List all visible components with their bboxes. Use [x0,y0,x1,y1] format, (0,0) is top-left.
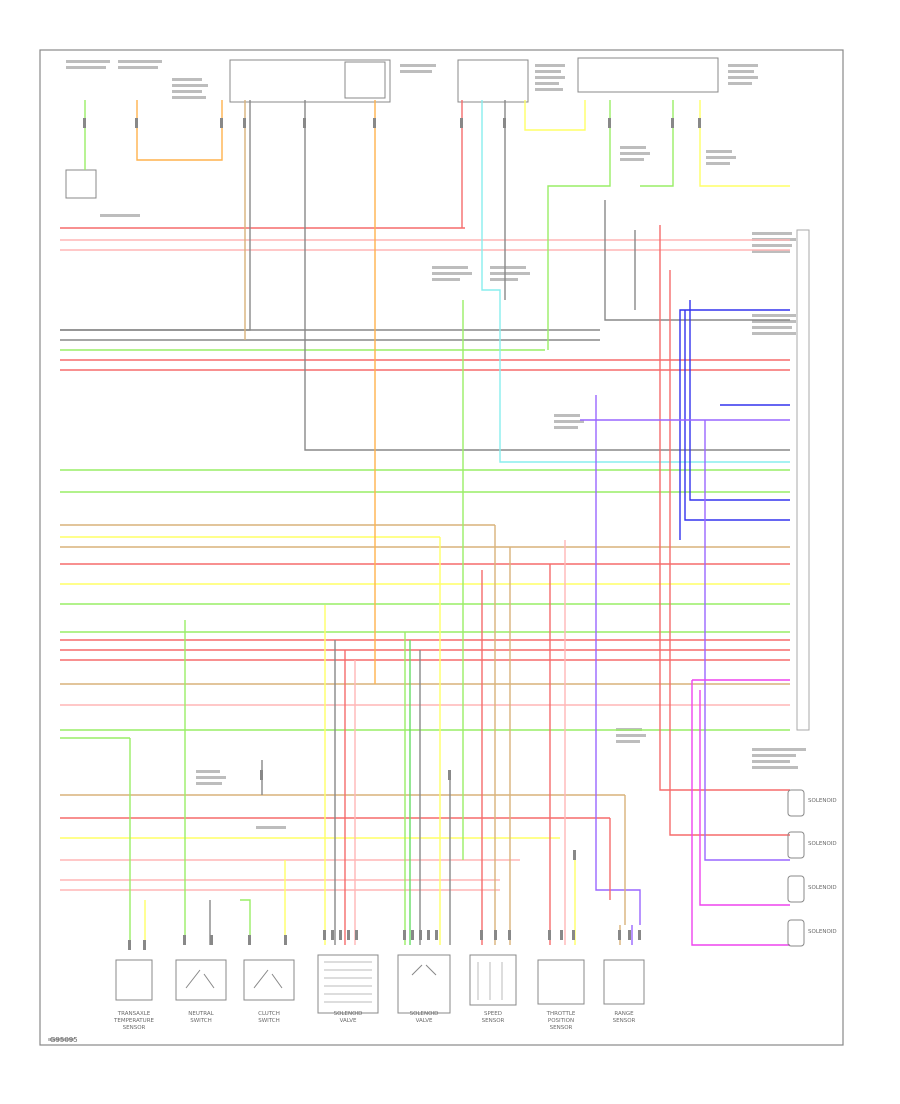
connector-pin [339,930,342,940]
wire-gray-ignition [60,100,251,331]
solenoid-a-coil [324,961,372,1003]
connector-pin [448,770,451,780]
wire-clutch-a [240,899,251,945]
wire-blue-right [689,300,790,501]
connector-pin [548,930,551,940]
diagram-frame [39,49,844,1046]
wire-violet-right [704,420,790,861]
connector-pin [83,118,86,128]
connector-pin [494,930,497,940]
connector-pin [427,930,430,940]
bottom-component-boxes [115,954,645,1014]
ground-switch-left [65,169,97,199]
top-connectors [65,57,719,199]
label-blocks [48,60,806,1041]
connector-pin [220,118,223,128]
wire-blue-right-2 [684,310,790,521]
connector-pin [143,940,146,950]
component-range-sensor [603,959,645,1005]
right-component-label-3: SOLENOID [808,885,837,891]
connector-pin [480,930,483,940]
wire-red-right [659,225,790,791]
wire-green-right [547,100,611,350]
connector-pin [284,935,287,945]
component-tps [537,959,585,1005]
component-clutch-switch [243,959,295,1001]
connector-pin [435,930,438,940]
connector-pin [560,930,563,940]
footer-code: G95095 [50,1036,78,1044]
connector-pin [403,930,406,940]
connector-pin [248,935,251,945]
clutch-switch-symbol [253,969,283,989]
connector-pin [508,930,511,940]
connector-pin [638,930,641,940]
relay-box-small [344,61,386,99]
component-solenoid-b [397,954,451,1014]
component-temp-sensor [115,959,153,1001]
connector-pin [128,940,131,950]
connector-pin [303,118,306,128]
switch-box-center [457,59,529,103]
connector-pin [243,118,246,128]
wire-yellow-top-right [699,100,790,187]
component-solenoid-a [317,954,379,1014]
wire-runs [60,100,790,946]
wire-magenta-2 [699,690,790,906]
wire-green-top-right [640,100,674,187]
right-solenoid-boxes [787,789,805,947]
connector-pin [628,930,631,940]
neutral-switch-symbol [185,969,215,989]
right-component-label-4: SOLENOID [808,929,837,935]
connector-pin [331,930,334,940]
wire-gray-long [304,100,790,451]
wire-blue-right-3 [679,309,790,540]
connector-pin [260,770,263,780]
wire-orange-loop [136,100,223,161]
connector-pin [671,118,674,128]
connector-pin [618,930,621,940]
connector-pin [573,850,576,860]
connector-pin [460,118,463,128]
connector-pin [419,930,422,940]
connector-pin [373,118,376,128]
connector-pins [83,118,701,950]
wire-red-right-2 [669,270,790,836]
connector-pin [135,118,138,128]
component-speed-sensor [469,954,517,1006]
connector-pin [210,935,213,945]
ecm-connector-block [796,229,810,731]
right-component-label-2: SOLENOID [808,841,837,847]
component-neutral-switch [175,959,227,1001]
connector-pin [608,118,611,128]
connector-pin [503,118,506,128]
right-component-label-1: SOLENOID [808,798,837,804]
wire-yellow-top [524,100,586,131]
connector-pin [347,930,350,940]
wire-violet-long [595,395,641,925]
connector-pin [572,930,575,940]
wire-gray-right [604,200,790,321]
wire-magenta [691,680,790,946]
relay-box-main [229,59,391,103]
connector-pin [411,930,414,940]
connector-pin [323,930,326,940]
solenoid-b-symbol [411,964,437,976]
connector-pin [698,118,701,128]
connector-pin [183,935,186,945]
connector-pin [355,930,358,940]
switch-box-right [577,57,719,93]
